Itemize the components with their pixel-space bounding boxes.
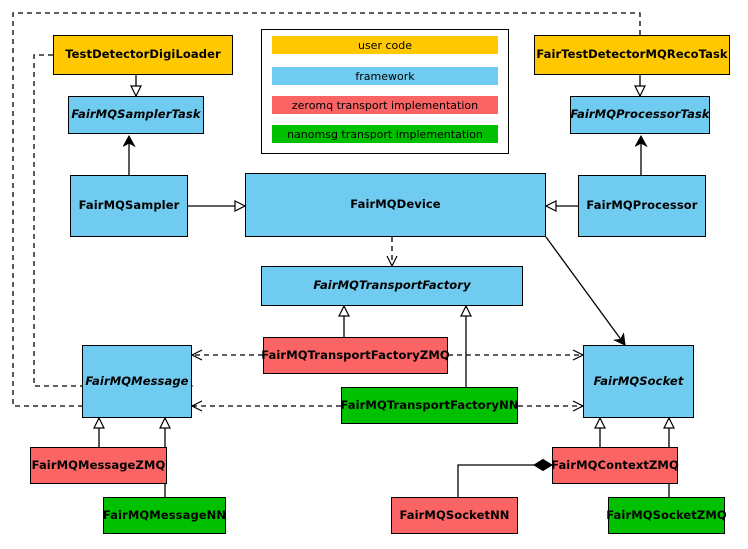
class-box-fair-mq-transport-factory[interactable]: FairMQTransportFactory [261, 266, 523, 306]
class-box-fair-mq-transport-factory-nn[interactable]: FairMQTransportFactoryNN [340, 387, 519, 424]
legend-label-nanomsg: nanomsg transport implementation [287, 127, 483, 141]
class-label-fair-mq-socket-zmq: FairMQContextZMQ [551, 457, 679, 472]
class-box-fair-mq-transport-factory-zmq[interactable]: FairMQTransportFactoryZMQ [261, 337, 450, 374]
class-box-fair-mq-socket-zmq[interactable]: FairMQContextZMQ [551, 447, 679, 484]
class-label-fair-mq-processor-task: FairMQProcessorTask [570, 107, 710, 122]
class-label-fair-mq-transport-factory-nn: FairMQTransportFactoryNN [340, 397, 519, 412]
class-label-fair-mq-message-nn: FairMQMessageNN [102, 507, 227, 522]
class-box-fair-mq-message[interactable]: FairMQMessage [82, 345, 192, 418]
legend-label-user-code: user code [357, 38, 413, 52]
class-label-fair-test-detector-mq-reco-task: FairTestDetectorMQRecoTask [536, 47, 728, 62]
class-label-fair-mq-socket: FairMQSocket [593, 373, 684, 388]
class-box-fair-mq-sampler[interactable]: FairMQSampler [70, 175, 188, 237]
legend-item-zeromq: zeromq transport implementation [272, 96, 498, 114]
class-box-fair-mq-message-nn[interactable]: FairMQMessageNN [103, 497, 226, 534]
legend-item-nanomsg: nanomsg transport implementation [272, 125, 498, 143]
class-box-fair-mq-processor[interactable]: FairMQProcessor [578, 175, 706, 237]
class-label-fair-mq-sampler-task: FairMQSamplerTask [71, 107, 201, 122]
class-box-fair-mq-context-zmq[interactable]: FairMQSocketNN [391, 497, 518, 534]
class-box-fair-mq-sampler-task[interactable]: FairMQSamplerTask [68, 96, 204, 134]
class-label-fair-mq-socket-nn: FairMQSocketZMQ [606, 507, 727, 522]
class-label-fair-mq-message-zmq: FairMQMessageZMQ [31, 457, 166, 472]
class-box-fair-mq-device[interactable]: FairMQDevice [245, 173, 546, 237]
class-label-fair-mq-context-zmq: FairMQSocketNN [399, 507, 510, 522]
class-box-fair-mq-socket[interactable]: FairMQSocket [583, 345, 694, 418]
legend-item-framework: framework [272, 67, 498, 85]
class-label-test-detector-digi-loader: TestDetectorDigiLoader [65, 47, 221, 62]
class-box-fair-test-detector-mq-reco-task[interactable]: FairTestDetectorMQRecoTask [534, 35, 730, 75]
class-box-test-detector-digi-loader[interactable]: TestDetectorDigiLoader [53, 35, 233, 75]
legend-label-zeromq: zeromq transport implementation [291, 98, 479, 112]
legend-label-framework: framework [355, 69, 415, 83]
class-label-fair-mq-message: FairMQMessage [85, 373, 189, 388]
edge-device-uses-socket [545, 236, 625, 345]
edge-contextzmq-composed-in-socketzmq [457, 458, 553, 497]
class-box-fair-mq-message-zmq[interactable]: FairMQMessageZMQ [30, 447, 167, 484]
legend-item-user-code: user code [272, 36, 498, 54]
class-label-fair-mq-transport-factory: FairMQTransportFactory [313, 278, 471, 293]
class-box-fair-mq-socket-nn[interactable]: FairMQSocketZMQ [606, 497, 727, 534]
class-box-fair-mq-processor-task[interactable]: FairMQProcessorTask [570, 96, 710, 134]
class-label-fair-mq-sampler: FairMQSampler [78, 198, 180, 213]
class-label-fair-mq-processor: FairMQProcessor [586, 198, 698, 213]
class-label-fair-mq-device: FairMQDevice [350, 197, 441, 212]
class-label-fair-mq-transport-factory-zmq: FairMQTransportFactoryZMQ [261, 347, 450, 362]
